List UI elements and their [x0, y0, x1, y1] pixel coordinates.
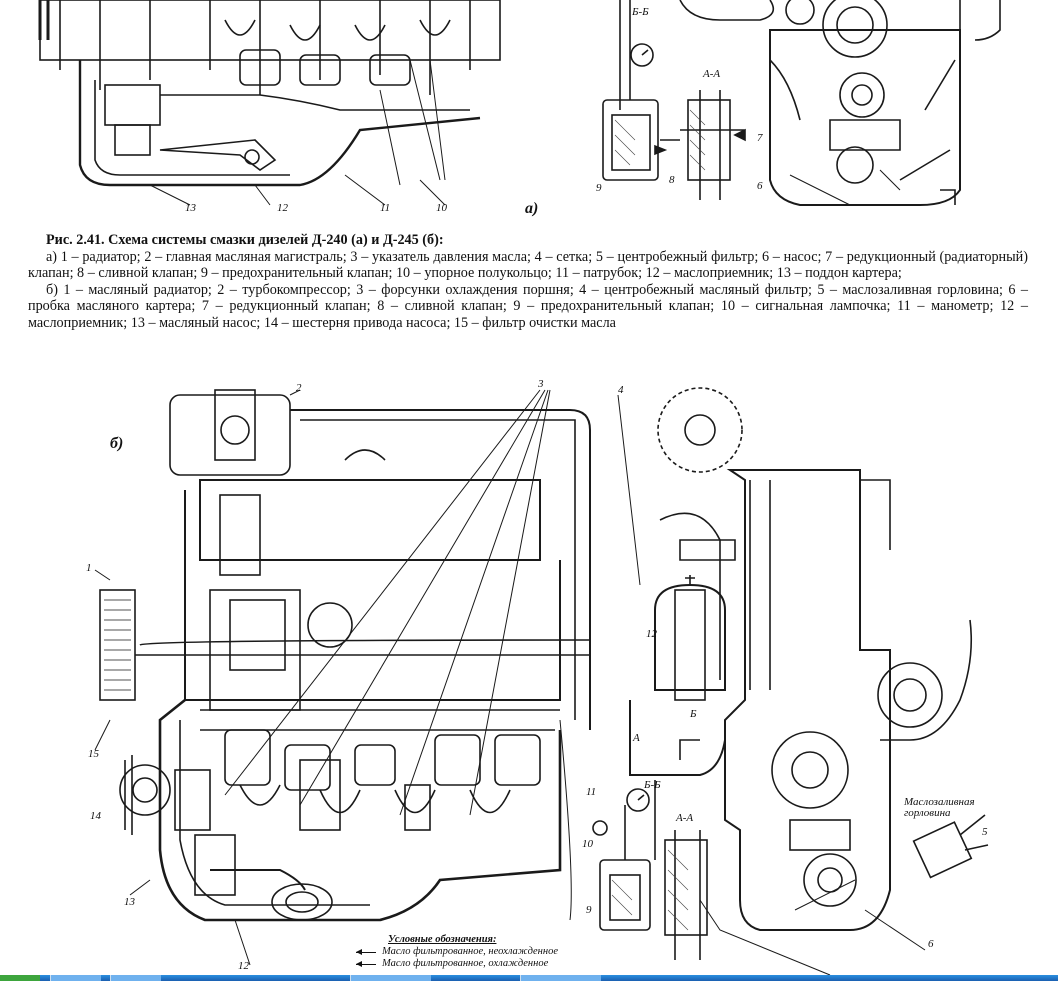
callout-a-13: 13 — [185, 202, 196, 214]
callout-a-7: 7 — [757, 132, 763, 144]
taskbar — [0, 975, 1058, 981]
callout-b-2: 2 — [296, 382, 302, 394]
filter-and-valves-b — [592, 575, 831, 976]
legend-label-uncooled: Масло фильтрованное, неохлажденное — [382, 946, 558, 957]
caption-part-b: б) 1 – масляный радиатор; 2 – турбокомпр… — [28, 281, 1028, 331]
caption-part-a: а) 1 – радиатор; 2 – главная масляная ма… — [28, 248, 1028, 282]
filler-neck-note: Маслозаливная горловина — [904, 796, 975, 819]
callout-b-14: 14 — [90, 810, 101, 822]
figure-caption: Рис. 2.41. Схема системы смазки дизелей … — [28, 232, 1028, 332]
start-button[interactable] — [0, 975, 40, 981]
callout-b-13: 13 — [124, 896, 135, 908]
callout-b-12-pickup: 12 — [238, 960, 249, 972]
front-view-a — [769, 0, 1001, 206]
caption-title: Рис. 2.41. Схема системы смазки дизелей … — [46, 232, 444, 248]
callout-b-6: 6 — [928, 938, 934, 950]
callout-b-3: 3 — [538, 378, 544, 390]
valve-sections-a — [602, 0, 775, 200]
callout-a-10: 10 — [436, 202, 447, 214]
engine-a-fragment — [38, 0, 501, 206]
arrow-icon — [356, 960, 376, 968]
callout-b-15: 15 — [88, 748, 99, 760]
callout-b-12-filter: 12 — [646, 628, 657, 640]
taskbar-button[interactable] — [110, 975, 161, 981]
part-b-label: б) — [110, 435, 124, 452]
callout-a-9: 9 — [596, 182, 602, 194]
callout-b-11: 11 — [586, 786, 597, 798]
callout-b-1: 1 — [86, 562, 92, 574]
legend-row-uncooled: Масло фильтрованное, неохлажденное — [356, 946, 616, 957]
callout-b-10: 10 — [582, 838, 593, 850]
legend-row-cooled: Масло фильтрованное, охлажденное — [356, 958, 616, 969]
callout-a-12: 12 — [277, 202, 288, 214]
taskbar-button[interactable] — [350, 975, 431, 981]
section-b-bb: Б-Б — [644, 779, 661, 791]
section-a-aa: А-А — [703, 68, 721, 80]
taskbar-button[interactable] — [50, 975, 101, 981]
callout-a-6: 6 — [757, 180, 763, 192]
legend: Условные обозначения: Масло фильтрованно… — [356, 934, 616, 969]
callout-b-5: 5 — [982, 826, 988, 838]
callout-a-8: 8 — [669, 174, 675, 186]
section-a-bb: Б-Б — [632, 6, 649, 18]
legend-label-cooled: Масло фильтрованное, охлажденное — [382, 958, 549, 969]
part-a-label: а) — [525, 200, 539, 217]
engine-b-side-view — [94, 389, 641, 966]
front-view-b — [657, 387, 989, 951]
taskbar-button[interactable] — [520, 975, 601, 981]
arrow-icon — [356, 948, 376, 956]
callout-b-9: 9 — [586, 904, 592, 916]
cut-mark-b: Б — [690, 708, 697, 720]
callout-a-11: 11 — [380, 202, 391, 214]
section-b-aa: А-А — [676, 812, 694, 824]
legend-title: Условные обозначения: — [388, 934, 497, 945]
cut-mark-a: А — [633, 732, 640, 744]
callout-b-4: 4 — [618, 384, 624, 396]
